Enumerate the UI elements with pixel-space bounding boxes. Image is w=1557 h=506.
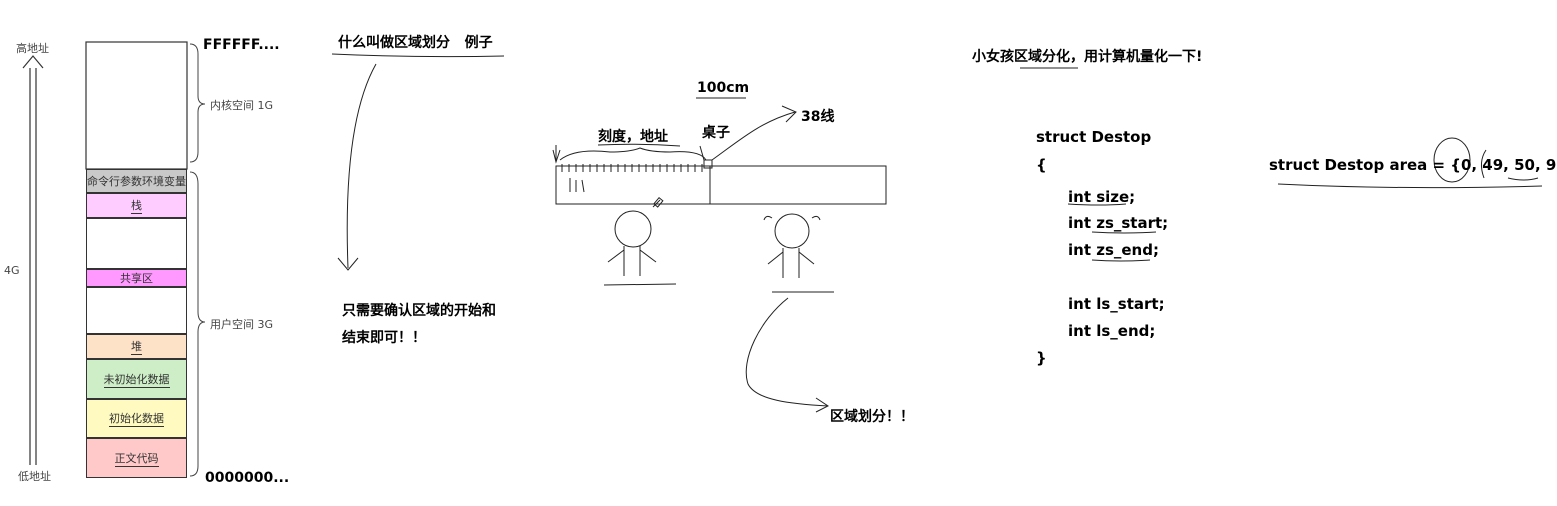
segment-text: 正文代码 <box>86 438 187 478</box>
total-size-label: 4G <box>4 264 20 277</box>
scale-address-label: 刻度，地址 <box>598 126 668 146</box>
user-brace <box>190 172 205 476</box>
segment-label: 正文代码 <box>115 450 159 467</box>
segment-label: 栈 <box>131 197 142 214</box>
question-arrow <box>347 64 376 268</box>
segment-cmdline-env: 命令行参数环境变量 <box>86 169 187 193</box>
desk-label: 桌子 <box>702 122 730 142</box>
question-underline <box>332 54 504 57</box>
code-open-brace: { <box>1036 156 1047 174</box>
segment-stack: 栈 <box>86 193 187 218</box>
code-close-brace: } <box>1036 349 1047 367</box>
segment-label: 初始化数据 <box>109 410 164 427</box>
address-direction-arrow <box>23 56 43 465</box>
segment-gap-lower <box>86 287 187 334</box>
answer-line-1: 只需要确认区域的开始和 <box>342 300 496 320</box>
segment-heap: 堆 <box>86 334 187 359</box>
kernel-brace <box>190 44 205 162</box>
segment-bss: 未初始化数据 <box>86 359 187 399</box>
girl-right-figure <box>764 214 834 292</box>
quantify-title: 小女孩区域分化，用计算机量化一下! <box>972 46 1202 66</box>
bottom-address: 0000000... <box>205 470 289 486</box>
segment-label: 未初始化数据 <box>104 371 170 388</box>
top-address: FFFFFF.... <box>203 37 280 53</box>
girl-left-figure <box>604 198 676 285</box>
answer-line-2: 结束即可！！ <box>342 327 426 347</box>
desk <box>556 166 886 204</box>
ruler-length-label: 100cm <box>697 80 749 96</box>
code-field-zs-start: int zs_start; <box>1068 214 1168 232</box>
question-heading: 什么叫做区域划分 例子 <box>338 32 493 52</box>
segment-label: 命令行参数环境变量 <box>87 173 186 189</box>
segment-gap-upper <box>86 218 187 269</box>
kernel-space-box <box>86 42 187 169</box>
code-field-ls-start: int ls_start; <box>1068 295 1165 313</box>
region-division-label: 区域划分！！ <box>830 406 914 426</box>
high-address-label: 高地址 <box>16 40 49 56</box>
kernel-space-label: 内核空间 1G <box>210 97 273 113</box>
segment-label: 堆 <box>131 338 142 355</box>
segment-label: 共享区 <box>120 270 153 287</box>
code-field-ls-end: int ls_end; <box>1068 322 1155 340</box>
code-field-size: int size; <box>1068 188 1135 206</box>
segment-shared: 共享区 <box>86 269 187 287</box>
boundary-line-label: 38线 <box>801 106 834 126</box>
code-area-init: struct Destop area = {0, 49, 50, 99}; <box>1269 156 1557 174</box>
low-address-label: 低地址 <box>18 468 51 484</box>
scale-brace <box>560 148 706 160</box>
code-struct-header: struct Destop <box>1036 128 1151 146</box>
code-field-zs-end: int zs_end; <box>1068 241 1159 259</box>
user-space-label: 用户空间 3G <box>210 316 273 332</box>
segment-data: 初始化数据 <box>86 399 187 438</box>
